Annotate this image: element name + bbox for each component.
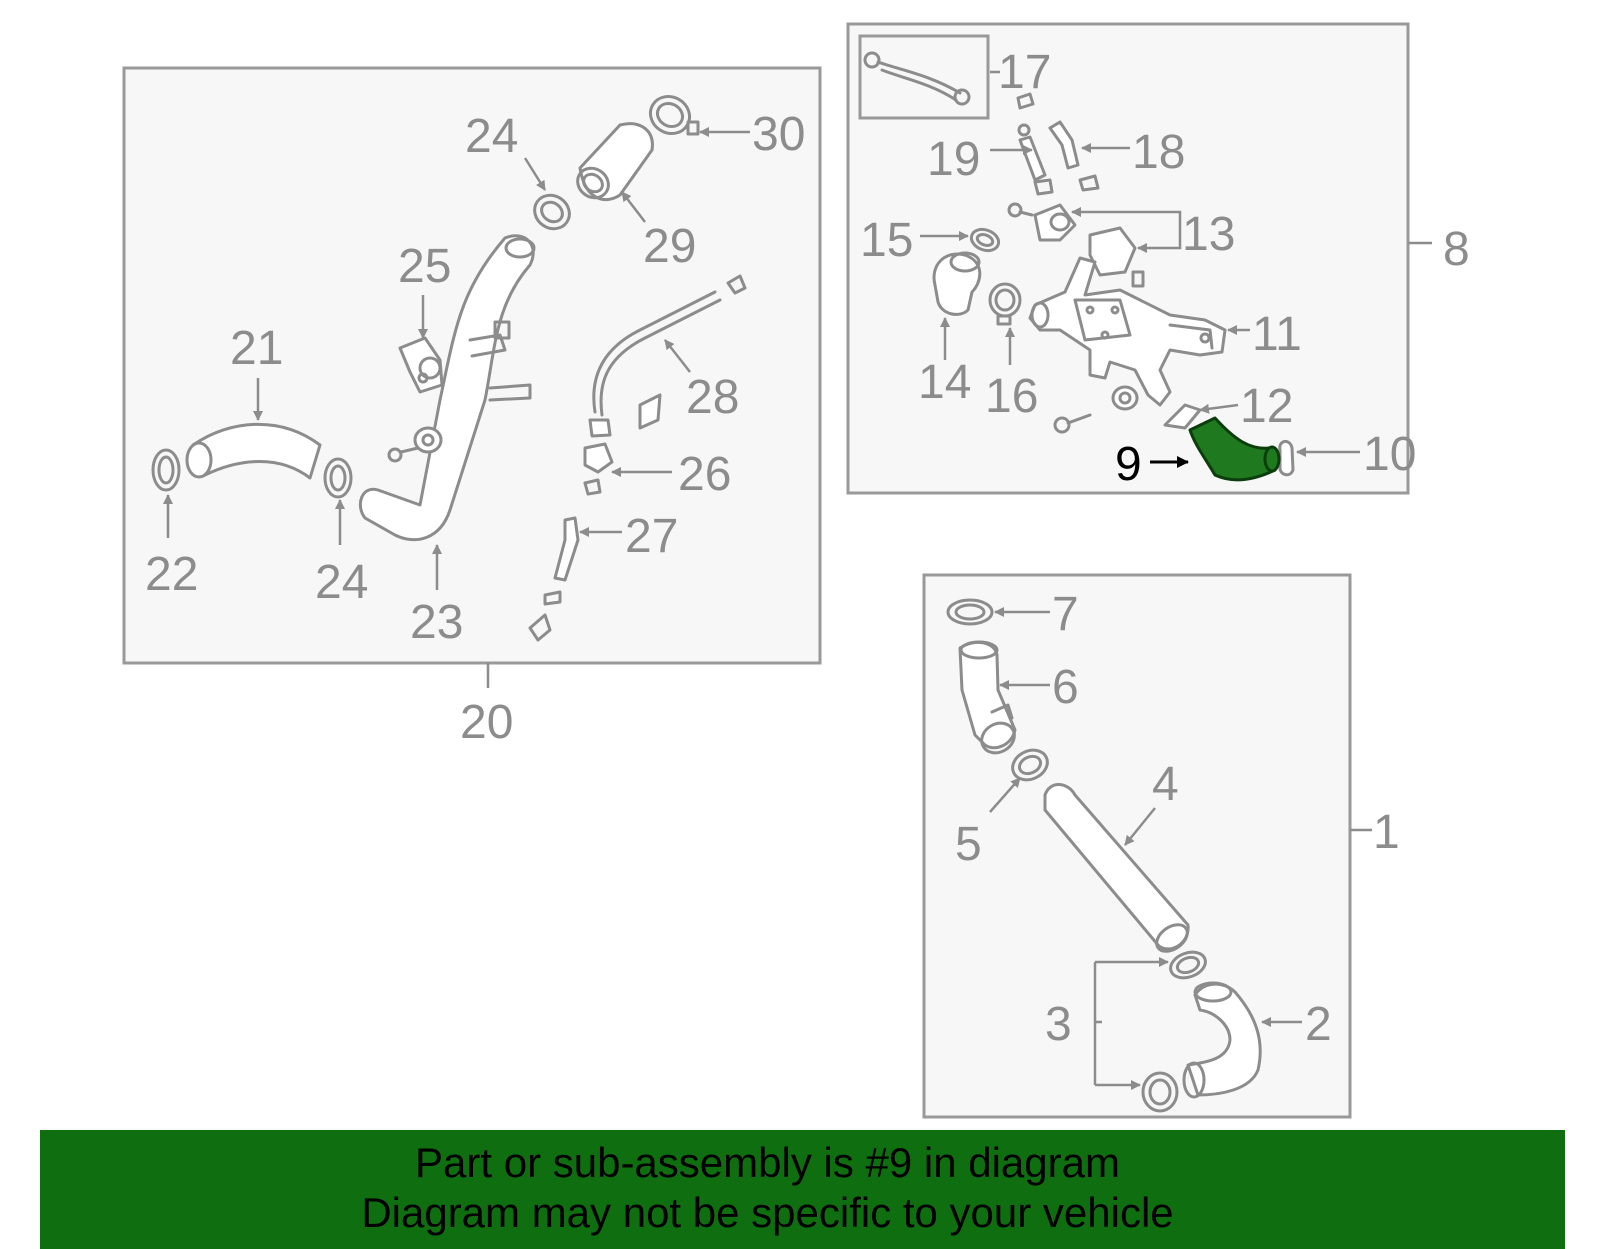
callout-labels: 21 22 24 23 25 24 29 30 28 26 27 20 17 1…: [145, 46, 1470, 1051]
assembly-box-8: [846, 22, 1432, 495]
label-7: 7: [1052, 588, 1079, 641]
part-13-thermostat-housing[interactable]: [1007, 202, 1145, 288]
bolts-near-12: [1053, 385, 1139, 434]
label-5: 5: [955, 818, 982, 871]
label-1: 1: [1373, 806, 1400, 859]
label-16: 16: [985, 370, 1038, 423]
part-3-clamp-lower[interactable]: [1141, 1071, 1179, 1113]
part-9-hose-highlighted[interactable]: [1188, 416, 1281, 482]
label-12: 12: [1240, 380, 1293, 433]
label-27: 27: [625, 510, 678, 563]
part-11-water-outlet[interactable]: [1028, 256, 1227, 407]
part-2-intercooler-hose[interactable]: [1182, 981, 1262, 1099]
part-10-gasket[interactable]: [1278, 440, 1295, 477]
label-29: 29: [643, 220, 696, 273]
label-30: 30: [752, 108, 805, 161]
part-22-clamp[interactable]: [151, 448, 181, 492]
label-8: 8: [1443, 223, 1470, 276]
leader-lines: [163, 70, 1360, 1090]
label-24-upper: 24: [465, 110, 518, 163]
label-10: 10: [1363, 428, 1416, 481]
label-2: 2: [1305, 998, 1332, 1051]
label-14: 14: [918, 356, 971, 409]
part-24-clamp-lower[interactable]: [323, 457, 353, 499]
part-3-clamp-upper[interactable]: [1167, 948, 1209, 983]
banner-line-2: Diagram may not be specific to your vehi…: [361, 1189, 1174, 1236]
part-30-clamp[interactable]: [644, 89, 700, 140]
label-19: 19: [927, 133, 980, 186]
part-4-intercooler-pipe[interactable]: [1043, 783, 1192, 956]
part-14-hose[interactable]: [932, 251, 982, 316]
label-24-lower: 24: [315, 556, 368, 609]
part-16-clamp[interactable]: [988, 282, 1022, 326]
part-6-hose[interactable]: [958, 640, 1020, 759]
part-5-clamp[interactable]: [1008, 745, 1052, 786]
label-13: 13: [1182, 208, 1235, 261]
label-25: 25: [398, 240, 451, 293]
part-23-intercooler-pipe[interactable]: [359, 234, 536, 542]
label-28: 28: [686, 371, 739, 424]
label-4: 4: [1152, 758, 1179, 811]
part-7-clamp[interactable]: [946, 598, 994, 626]
part-17-hose[interactable]: [863, 51, 971, 106]
label-17: 17: [998, 46, 1051, 99]
part-26-fitting[interactable]: [583, 393, 662, 496]
part-29-intake-connector[interactable]: [572, 122, 654, 204]
label-18: 18: [1132, 126, 1185, 179]
label-23: 23: [410, 596, 463, 649]
label-21: 21: [230, 322, 283, 375]
bolt-grommet-20: [387, 426, 443, 463]
label-9: 9: [1115, 438, 1142, 491]
label-3: 3: [1045, 998, 1072, 1051]
label-15: 15: [860, 214, 913, 267]
part-15-clamp[interactable]: [968, 226, 1001, 254]
info-banner: Part or sub-assembly is #9 in diagram Di…: [40, 1130, 1565, 1249]
banner-line-1: Part or sub-assembly is #9 in diagram: [415, 1139, 1120, 1186]
part-27-small-hose[interactable]: [528, 516, 580, 642]
label-6: 6: [1052, 661, 1079, 714]
part-18-hose[interactable]: [1016, 92, 1100, 192]
part-24-clamp-upper[interactable]: [528, 189, 576, 236]
part-28-vacuum-line[interactable]: [592, 274, 747, 417]
label-11: 11: [1252, 308, 1302, 361]
label-22: 22: [145, 548, 198, 601]
part-21-intercooler-hose[interactable]: [185, 422, 322, 480]
label-20: 20: [460, 696, 513, 749]
label-26: 26: [678, 448, 731, 501]
